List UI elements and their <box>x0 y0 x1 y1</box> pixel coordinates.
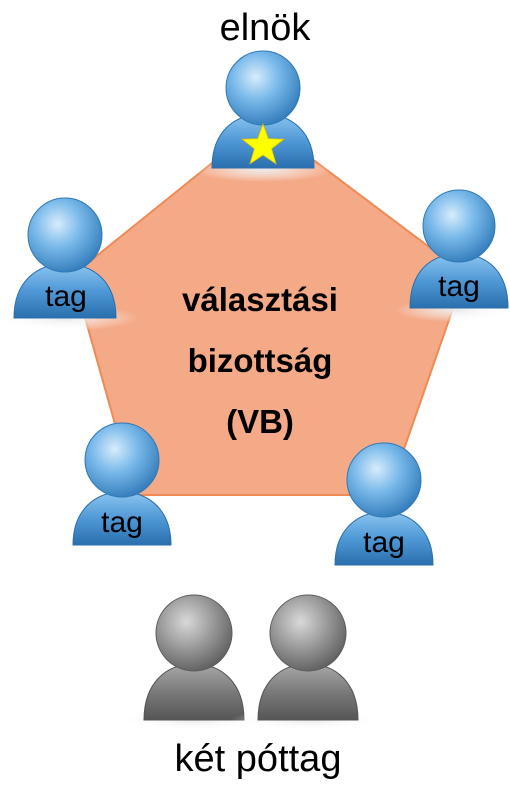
member-person-icon <box>72 422 172 546</box>
member-label: tag <box>101 506 143 539</box>
member-person-icon <box>395 189 510 322</box>
committee-label-line1: választási <box>182 281 338 318</box>
member-label: tag <box>45 280 87 313</box>
member-label: tag <box>363 526 405 559</box>
member-person-icon <box>0 197 139 331</box>
committee-label-line2: bizottság <box>188 342 333 379</box>
member-person-icon <box>334 442 434 566</box>
chair-caption: elnök <box>220 7 312 49</box>
committee-label-line3: (VB) <box>226 403 294 440</box>
substitute-person-icon <box>230 594 386 731</box>
substitutes-caption: két póttag <box>175 738 342 780</box>
substitute-person-icon <box>116 594 272 731</box>
chair-person-icon <box>193 50 333 182</box>
star-icon <box>240 122 286 165</box>
member-label: tag <box>438 270 480 303</box>
